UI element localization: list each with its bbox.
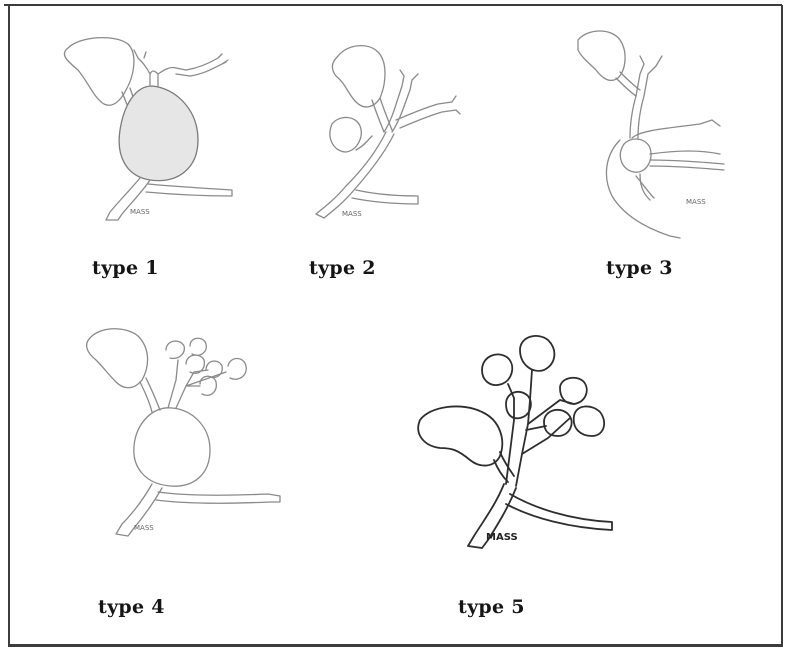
type-2-label: type 2 — [309, 257, 376, 279]
type-2-diverticulum — [330, 117, 361, 152]
type-5-label: type 5 — [458, 596, 525, 618]
type-3-gallbladder — [578, 31, 625, 80]
type-3-duodenal-wall — [606, 140, 680, 238]
type-5-intrahepatic-cysts — [482, 336, 604, 436]
type-4-hepatic-ducts — [168, 360, 226, 408]
type-3-choledochocele — [620, 139, 651, 172]
type-5-illustration: MASS — [418, 336, 612, 548]
type-2-mass-label: MASS — [342, 210, 362, 218]
type-5-hepatic-ducts — [506, 370, 574, 486]
type-2-pancreatic-duct — [352, 190, 418, 204]
type-1-mass-label: MASS — [130, 208, 150, 216]
type-3-mass-label: MASS — [686, 198, 706, 206]
type-4-cystic-duct — [140, 378, 160, 412]
type-1-illustration: MASS — [64, 38, 232, 220]
type-3-duodenum — [632, 120, 720, 154]
type-2-common-duct — [316, 132, 394, 218]
type-4-pancreatic-duct — [156, 492, 280, 503]
type-1-pancreatic-duct — [146, 184, 232, 196]
type-4-label: type 4 — [98, 596, 165, 618]
type-1-label: type 1 — [92, 257, 159, 279]
type-3-label: type 3 — [606, 257, 673, 279]
type-4-fusiform-cyst — [134, 408, 210, 486]
type-2-hepatic-ducts — [384, 70, 460, 132]
type-4-gallbladder — [87, 329, 148, 388]
type-1-cyst — [119, 86, 198, 181]
type-3-pancreatic-duct — [650, 160, 724, 170]
type-3-common-duct — [630, 96, 644, 138]
type-5-cystic-duct — [494, 452, 514, 482]
type-2-illustration: MASS — [316, 46, 460, 218]
type-3-illustration: MASS — [578, 31, 724, 238]
type-5-gallbladder — [418, 406, 502, 465]
type-4-intrahepatic-cysts — [166, 338, 246, 395]
type-5-pancreatic-duct — [506, 494, 612, 530]
type-4-illustration: MASS — [87, 329, 280, 536]
type-1-hepatic-ducts — [134, 50, 228, 86]
type-4-mass-label: MASS — [134, 524, 154, 532]
type-2-gallbladder — [332, 46, 385, 107]
type-5-mass-label: MASS — [486, 532, 518, 543]
